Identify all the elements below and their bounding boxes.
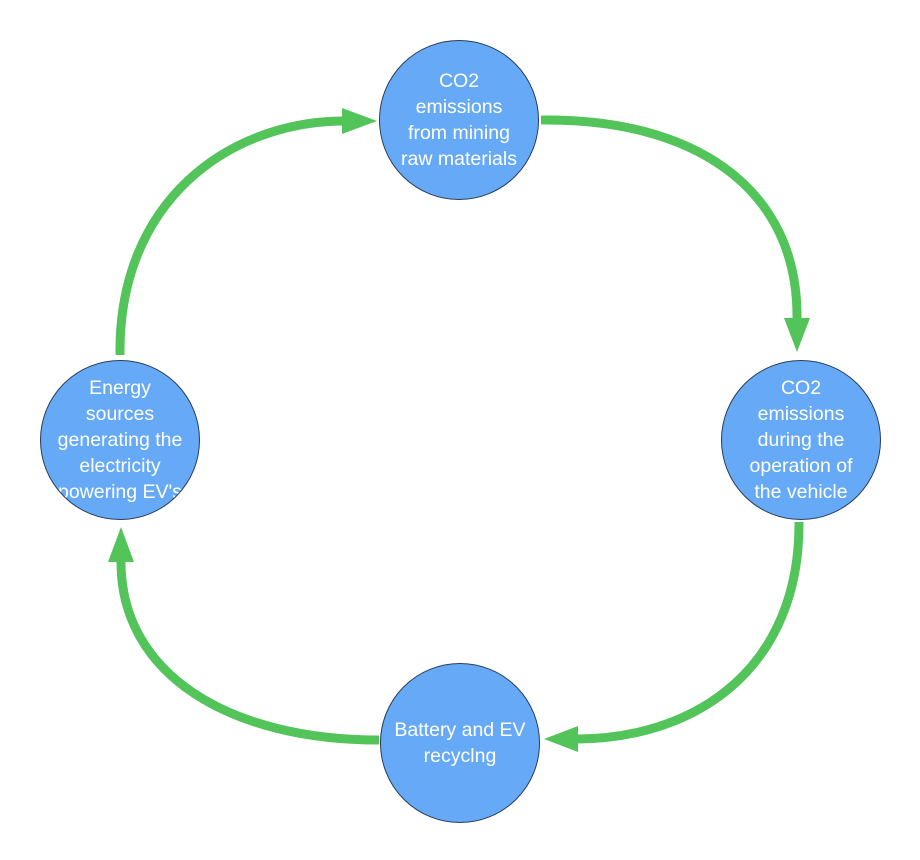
node-co2-mining: CO2 emissions from mining raw materials: [379, 40, 539, 200]
node-battery-recycling-label: Battery and EV recyclng: [394, 719, 526, 767]
node-energy-sources-label: Energy sources generating the electricit…: [57, 377, 183, 503]
node-energy-sources: Energy sources generating the electricit…: [40, 360, 200, 520]
arrowhead-top-to-right: [784, 318, 810, 352]
arrowhead-left-to-top: [342, 108, 377, 134]
arrow-left-to-top: [115, 116, 343, 356]
node-co2-operation-label: CO2 emissions during the operation of th…: [749, 377, 853, 503]
arrowhead-right-to-bottom: [544, 726, 578, 752]
node-co2-mining-label: CO2 emissions from mining raw materials: [401, 70, 517, 170]
arrowhead-bottom-to-left: [108, 527, 134, 562]
arrow-right-to-bottom: [577, 521, 804, 744]
node-battery-recycling: Battery and EV recyclng: [380, 663, 540, 823]
arrow-bottom-to-left: [116, 561, 380, 745]
arrow-top-to-right: [540, 115, 802, 319]
node-co2-operation: CO2 emissions during the operation of th…: [721, 360, 881, 520]
